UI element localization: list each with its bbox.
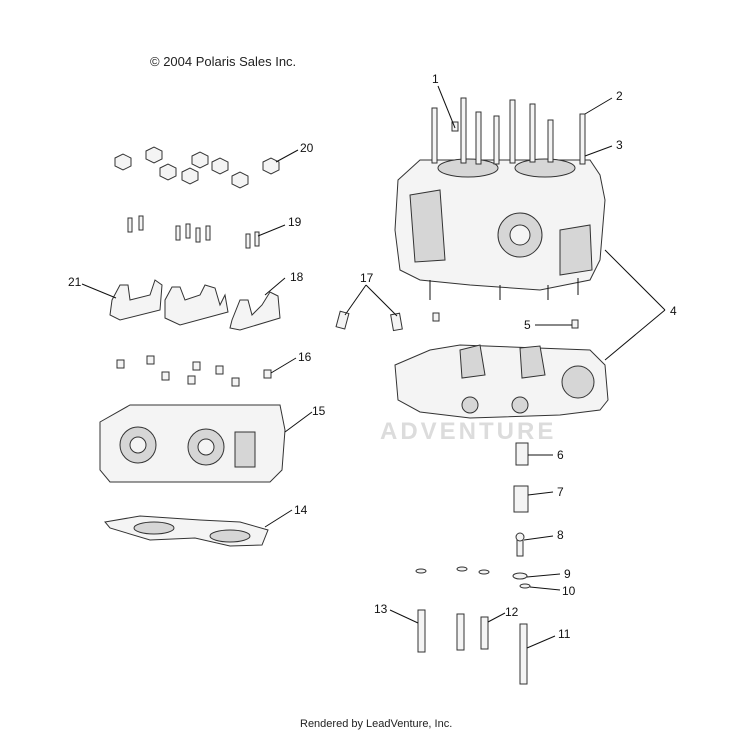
- callout-leaders: [81, 85, 666, 649]
- callout-10: 10: [562, 584, 576, 598]
- callout-6: 6: [557, 448, 564, 462]
- callout-8: 8: [557, 528, 564, 542]
- short-stud-set: [127, 215, 260, 249]
- callout-5: 5: [524, 318, 531, 332]
- small-dowel-set: [116, 355, 272, 387]
- callout-14: 14: [294, 503, 308, 517]
- callout-21: 21: [68, 275, 82, 289]
- copyright-text: © 2004 Polaris Sales Inc.: [150, 54, 297, 69]
- callout-1: 1: [432, 72, 439, 86]
- sleeve-long: [513, 485, 529, 513]
- long-bolt-set: [417, 609, 528, 685]
- washer-set: [415, 566, 531, 589]
- nut-set: [114, 146, 280, 189]
- callout-4: 4: [670, 304, 677, 318]
- sensor-pair: [335, 310, 403, 332]
- callout-7: 7: [557, 485, 564, 499]
- callout-11: 11: [558, 627, 571, 641]
- cylinder-head: [99, 404, 286, 483]
- crankcase-upper: [394, 158, 606, 300]
- callout-2: 2: [616, 89, 623, 103]
- dowel-pin: [432, 312, 579, 329]
- callout-20: 20: [300, 141, 314, 155]
- callout-17: 17: [360, 271, 374, 285]
- callout-12: 12: [505, 605, 519, 619]
- callout-16: 16: [298, 350, 312, 364]
- long-stud-set: [431, 97, 586, 165]
- callout-15: 15: [312, 404, 326, 418]
- footer-credit: Rendered by LeadVenture, Inc.: [300, 718, 453, 730]
- head-gasket: [104, 515, 269, 547]
- callout-19: 19: [288, 215, 302, 229]
- callout-13: 13: [374, 602, 388, 616]
- rocker-arm-assembly: [109, 279, 281, 331]
- callout-9: 9: [564, 567, 571, 581]
- bolt-short: [515, 532, 525, 557]
- crankcase-lower: [394, 344, 609, 419]
- callout-18: 18: [290, 270, 304, 284]
- watermark-text: ADVENTURE: [380, 418, 557, 445]
- sleeve-short: [515, 442, 529, 466]
- callout-labels: 1 2 3 4 5 6 7 8 9 10 11 12 13 14 15 16 1…: [68, 72, 677, 641]
- callout-3: 3: [616, 138, 623, 152]
